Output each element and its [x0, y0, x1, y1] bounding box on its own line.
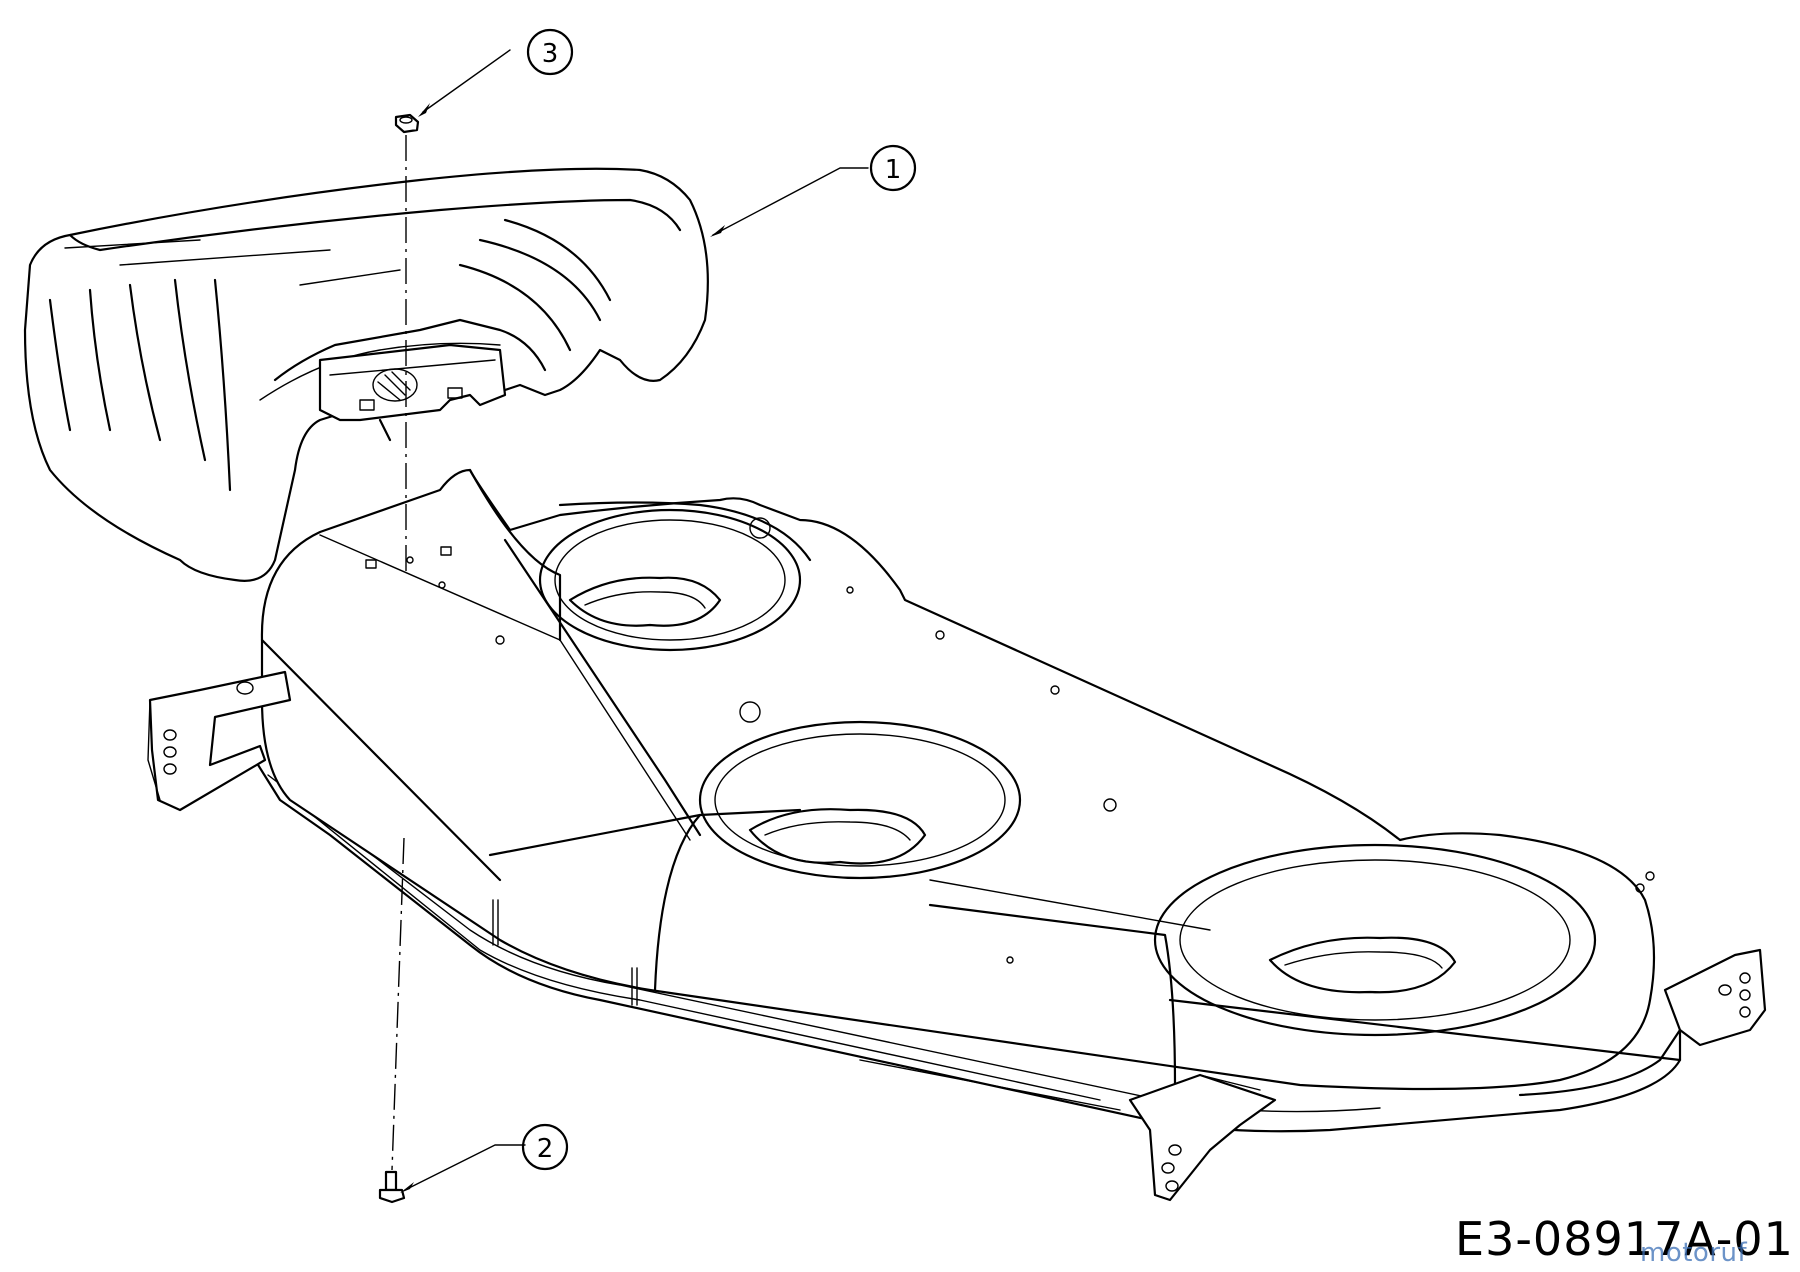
watermark-text: motoruf [1640, 1238, 1748, 1268]
assembly-axis-lower [391, 837, 405, 1171]
deck-mounting-holes [365, 517, 1655, 964]
right-rear-bracket [1663, 948, 1767, 1047]
callout-2-label: 2 [537, 1134, 554, 1164]
watermark-logo: motoruf [1640, 1238, 1747, 1268]
callout-1-label: 1 [885, 155, 902, 185]
deflector-shield [23, 167, 709, 582]
mower-deck [147, 468, 1767, 1202]
callout-3: 3 [418, 28, 574, 117]
nut [394, 113, 420, 134]
bolt [378, 1170, 406, 1204]
deflector-hinge [318, 343, 507, 442]
left-front-bracket [147, 670, 292, 812]
right-front-bracket [1128, 1073, 1277, 1202]
drawing-number: E3-08917A-01 [1455, 1212, 1794, 1266]
callout-3-label: 3 [542, 39, 559, 69]
callout-2: 2 [400, 1123, 569, 1193]
callout-1: 1 [710, 144, 917, 237]
